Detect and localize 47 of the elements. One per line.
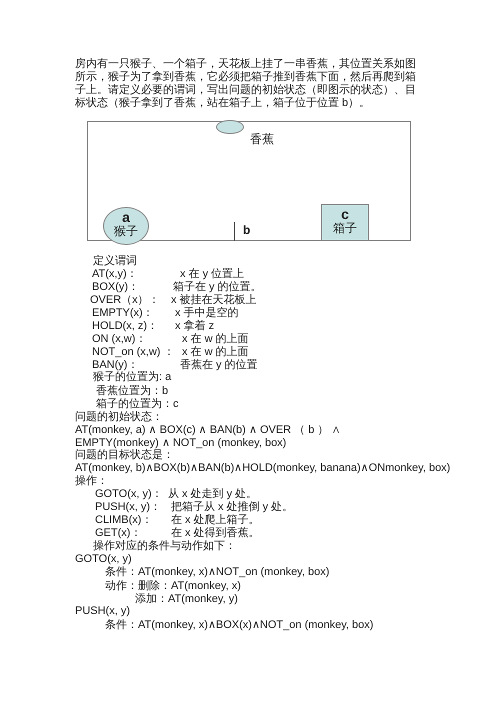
predicate-meaning: x 手中是空的 [175, 307, 239, 320]
predicate-name: BAN(y)： [92, 359, 138, 371]
section-heading: 定义谓词 [93, 255, 137, 268]
problem-text: 房内有一只猴子、一个箱子，天花板上挂了一串香蕉，其位置关系如图所示，猴子为了拿到香蕉，它必须把箱子推到香蕉下面，然后再爬到箱子上。请定义必要的谓词，写出问题的初始状态（即图示的状态）、目标状态（猴子拿到了香蕉，站在箱子上，箱子位于位置 b）。 [75, 58, 417, 110]
position-note: 猴子的位置为: a [93, 371, 172, 384]
predicate-name: EMPTY(x)： [92, 307, 154, 320]
banana-label: 香蕉 [250, 131, 274, 148]
predicate-meaning: x 在 w 的上面 [182, 346, 249, 358]
operation-name: PUSH(x, y)： [95, 501, 161, 514]
section-heading: 操作： [75, 475, 108, 488]
rule-line: 动作：删除：AT(monkey, x) [105, 580, 241, 593]
state-formula: AT(monkey, b)∧BOX(b)∧BAN(b)∧HOLD(monkey, banana)∧ONmonkey, box) [75, 462, 450, 475]
predicate-name: NOT_on (x,w) ： [92, 346, 175, 359]
operation-name: GET(x)： [95, 527, 142, 540]
predicate-name: OVER（x）： [90, 294, 160, 307]
operation-meaning: 在 x 处爬上箱子。 [171, 514, 260, 526]
rule-line: 添加：AT(monkey, y) [135, 593, 238, 606]
operation-meaning: 在 x 处得到香蕉。 [171, 527, 260, 540]
predicate-meaning: x 在 w 的上面 [182, 333, 249, 346]
predicate-meaning: x 在 y 位置上 [180, 268, 244, 281]
operation-meaning: 把箱子从 x 处推倒 y 处。 [171, 501, 294, 514]
operation-name: GOTO(x, y)： [95, 488, 163, 501]
predicate-meaning: 箱子在 y 的位置。 [173, 281, 262, 294]
predicate-meaning: x 拿着 z [175, 320, 214, 333]
section-heading: 问题的初始状态： [75, 411, 163, 424]
object-name: 箱子 [332, 221, 358, 235]
position-note: 香蕉位置为：b [96, 385, 168, 398]
operation-meaning: 从 x 处走到 y 处。 [168, 488, 258, 501]
state-formula: AT(monkey, a) ∧ BOX(c) ∧ BAN(b) ∧ OVER （ b ） ∧ EMPTY(monkey) ∧ NOT_on (monkey, box) [75, 424, 342, 449]
position-note: 箱子的位置为：c [96, 398, 178, 410]
position-letter: b [243, 224, 250, 237]
predicate-meaning: 香蕉在 y 的位置 [180, 359, 258, 372]
section-heading: 问题的目标状态是： [75, 449, 174, 462]
object-name: 猴子 [113, 224, 139, 238]
predicate-name: BOX(y)： [92, 281, 140, 294]
operation-heading: PUSH(x, y) [75, 605, 130, 618]
position-letter: c [340, 208, 350, 221]
predicate-meaning: x 被挂在天花板上 [171, 294, 257, 306]
predicate-name: ON (x,w)： [92, 333, 146, 346]
predicate-name: HOLD(x, z)： [92, 320, 158, 333]
predicate-name: AT(x,y)： [92, 268, 138, 281]
rule-line: 条件：AT(monkey, x)∧NOT_on (monkey, box) [105, 566, 330, 579]
position-letter: a [121, 211, 131, 224]
operation-heading: GOTO(x, y) [75, 553, 132, 566]
section-heading: 操作对应的条件与动作如下： [93, 540, 236, 553]
operation-name: CLIMB(x)： [95, 514, 152, 527]
rule-line: 条件：AT(monkey, x)∧BOX(x)∧NOT_on (monkey, box) [105, 619, 374, 632]
